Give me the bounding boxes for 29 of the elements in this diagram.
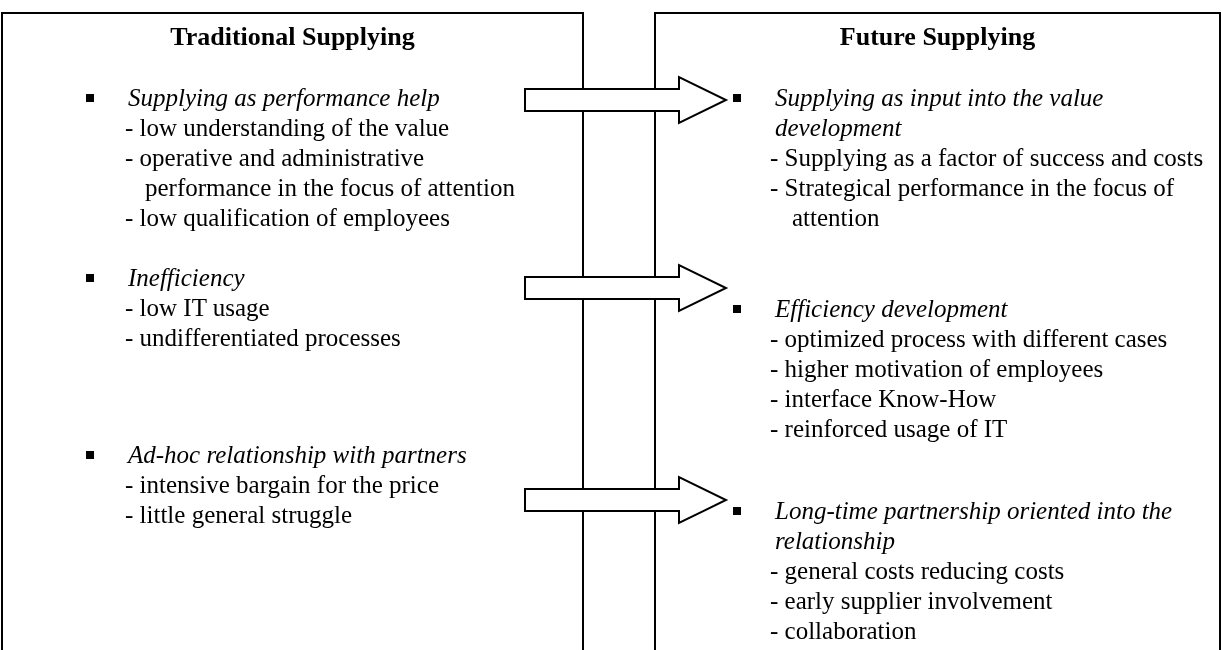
list-item: - low qualification of employees [124, 203, 451, 233]
list-item: - low IT usage [124, 293, 271, 323]
list-item: - reinforced usage of IT [769, 414, 1009, 444]
block-arrow [524, 263, 729, 313]
item-heading: Long-time partnership oriented into the relationship [775, 497, 1173, 554]
block-arrow [524, 475, 729, 525]
list-item: - little general struggle [124, 500, 353, 530]
list-item: - low understanding of the value [124, 113, 451, 143]
column-heading: Traditional Supplying [169, 22, 416, 52]
list-item: - operative and administrative performance in the focus of attention [124, 143, 516, 203]
column-heading: Future Supplying [838, 22, 1037, 52]
list-item: - optimized process with different cases [769, 324, 1169, 354]
list-item: - intensive bargain for the price [124, 470, 440, 500]
list-item: - Strategical performance in the focus of attention [769, 173, 1175, 233]
list-item: - undifferentiated processes [124, 323, 402, 353]
list-item: - Supplying as a factor of success and costs [769, 143, 1205, 173]
item-heading: Ad-hoc relationship with partners [128, 441, 467, 468]
item-heading: Supplying as input into the value development [775, 84, 1104, 141]
list-item: - higher motivation of employees [769, 354, 1105, 384]
item-heading: Efficiency development [775, 295, 1008, 322]
column-panel [654, 12, 1221, 650]
item-heading: Inefficiency [128, 264, 245, 291]
item-heading: Supplying as performance help [128, 84, 440, 111]
list-item: - early supplier involvement [769, 586, 1054, 616]
column-panel [1, 12, 584, 650]
block-arrow [524, 75, 729, 125]
list-item: - general costs reducing costs [769, 556, 1066, 586]
list-item: - collaboration [769, 616, 918, 646]
list-item: - interface Know-How [769, 384, 998, 414]
